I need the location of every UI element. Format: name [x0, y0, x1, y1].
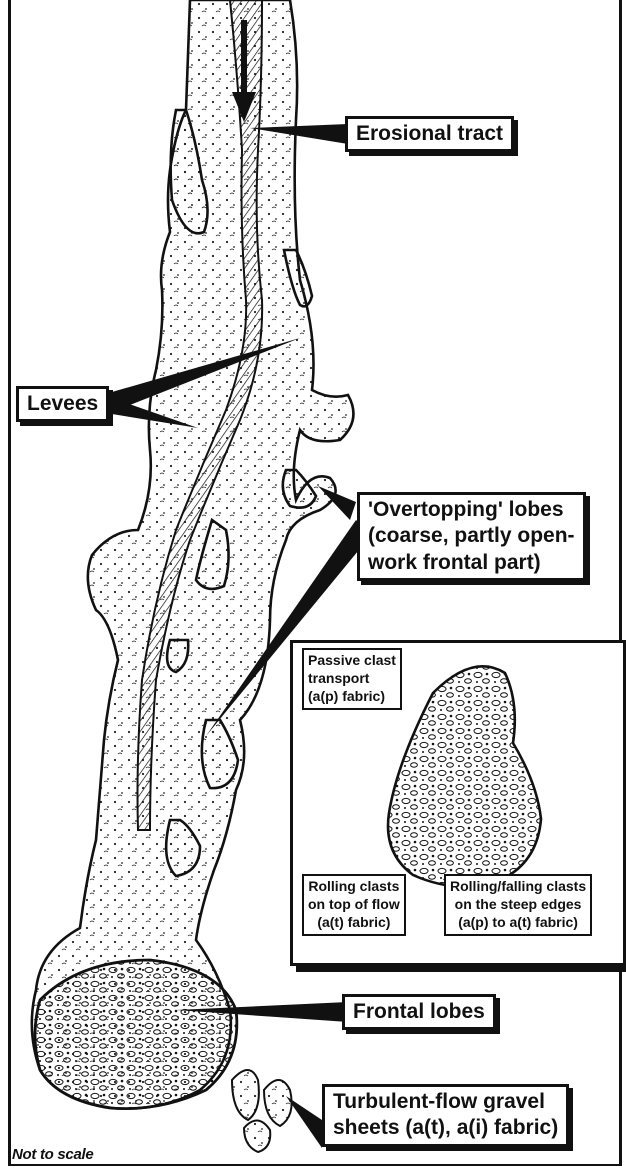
label-line-3: work frontal part): [368, 550, 575, 576]
label-line-3: (a(p) fabric): [308, 688, 396, 706]
gravel-sheet-lobes: [232, 1070, 292, 1152]
label-text: Frontal lobes: [353, 999, 485, 1025]
frontal-lobe-shape: [35, 960, 237, 1109]
label-line-1: 'Overtopping' lobes: [368, 497, 575, 523]
label-line-1: Passive clast: [308, 652, 396, 670]
label-overtopping-lobes: 'Overtopping' lobes (coarse, partly open…: [357, 492, 586, 581]
label-line-3: (a(t) fabric): [308, 914, 400, 932]
label-erosional-tract: Erosional tract: [345, 116, 514, 152]
label-rolling-edges: Rolling/falling clasts on the steep edge…: [444, 874, 592, 936]
label-turbulent-flow: Turbulent-flow gravel sheets (a(t), a(i)…: [322, 1084, 569, 1147]
label-line-2: transport: [308, 670, 396, 688]
label-line-2: on top of flow: [308, 896, 400, 914]
label-frontal-lobes: Frontal lobes: [342, 994, 496, 1030]
label-line-1: Rolling clasts: [308, 878, 400, 896]
label-line-2: sheets (a(t), a(i) fabric): [333, 1115, 558, 1141]
label-rolling-top: Rolling clasts on top of flow (a(t) fabr…: [302, 874, 406, 936]
label-passive-clast: Passive clast transport (a(p) fabric): [302, 648, 402, 710]
label-line-2: on the steep edges: [450, 896, 586, 914]
label-line-1: Rolling/falling clasts: [450, 878, 586, 896]
label-levees: Levees: [16, 386, 109, 422]
label-line-2: (coarse, partly open-: [368, 523, 575, 549]
scale-note: Not to scale: [12, 1146, 93, 1163]
label-line-1: Turbulent-flow gravel: [333, 1089, 558, 1115]
label-text: Levees: [27, 391, 98, 417]
label-text: Erosional tract: [356, 121, 503, 147]
label-line-3: (a(p) to a(t) fabric): [450, 914, 586, 932]
